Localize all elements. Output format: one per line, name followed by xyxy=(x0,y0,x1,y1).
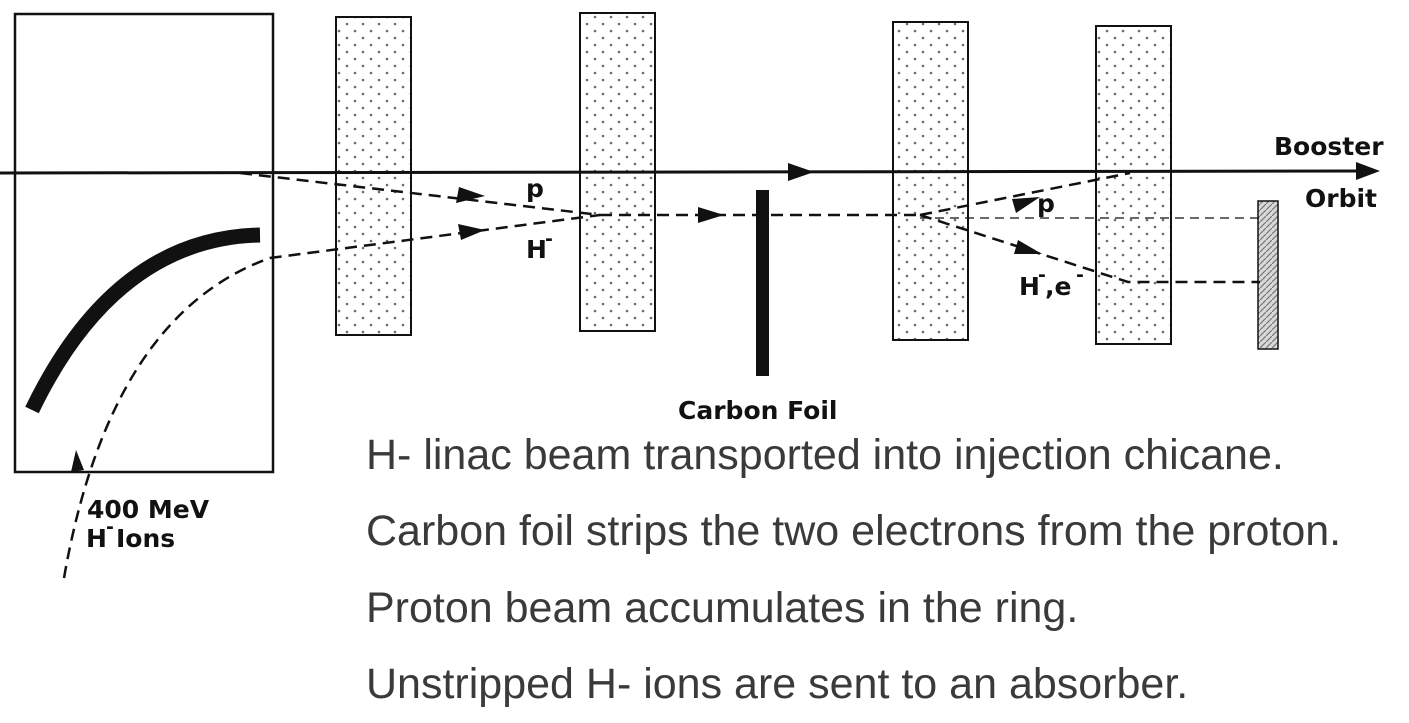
h-e-arrow xyxy=(1014,240,1042,254)
ions-minus-superscript: - xyxy=(106,516,114,538)
carbon-foil xyxy=(756,190,769,376)
h-e-lower-label: H xyxy=(1019,272,1040,301)
absorber xyxy=(1257,200,1279,350)
ions-suffix-label: Ions xyxy=(116,524,175,553)
incoming-beam-arrow xyxy=(71,450,84,472)
chicane-magnet-3 xyxy=(892,21,969,341)
caption-line-4: Unstripped H- ions are sent to an absorb… xyxy=(366,660,1189,708)
orbit-direction-arrow xyxy=(788,163,814,181)
carbon-foil-label: Carbon Foil xyxy=(678,396,838,425)
chicane-magnet-1 xyxy=(335,16,412,336)
energy-label: 400 MeV xyxy=(87,495,210,524)
p-upper-label: p xyxy=(526,174,544,203)
booster-label: Booster xyxy=(1274,132,1384,161)
ions-h-label: H xyxy=(86,524,107,553)
h-minus-upper-superscript: - xyxy=(545,228,553,250)
h-e-minus-superscript-1: - xyxy=(1038,264,1046,286)
caption-line-2: Carbon foil strips the two electrons fro… xyxy=(366,507,1342,555)
p-arrow-upper xyxy=(456,187,485,203)
orbit-label: Orbit xyxy=(1305,184,1377,213)
linac-magnet-box xyxy=(13,12,275,474)
h-minus-arrow xyxy=(458,224,485,240)
chicane-magnet-4 xyxy=(1095,25,1172,345)
h-e-minus-superscript-2: - xyxy=(1076,264,1084,286)
h-e-lower-suffix: ,e xyxy=(1045,272,1071,301)
p-lower-label: p xyxy=(1037,189,1055,218)
caption-line-3: Proton beam accumulates in the ring. xyxy=(366,584,1079,632)
p-path-lower xyxy=(919,171,1131,217)
p-path-upper xyxy=(239,171,601,217)
h-minus-incoming-path xyxy=(62,213,601,579)
p-arrow-lower xyxy=(1012,197,1040,213)
merged-beam-arrow xyxy=(698,207,724,223)
h-minus-upper-label: H xyxy=(526,235,547,264)
bending-magnet-arc xyxy=(25,227,261,414)
booster-orbit-line xyxy=(0,169,1363,175)
orbit-arrowhead xyxy=(1356,162,1380,180)
h-e-path xyxy=(919,213,1260,284)
caption-line-1: H- linac beam transported into injection… xyxy=(366,431,1284,479)
